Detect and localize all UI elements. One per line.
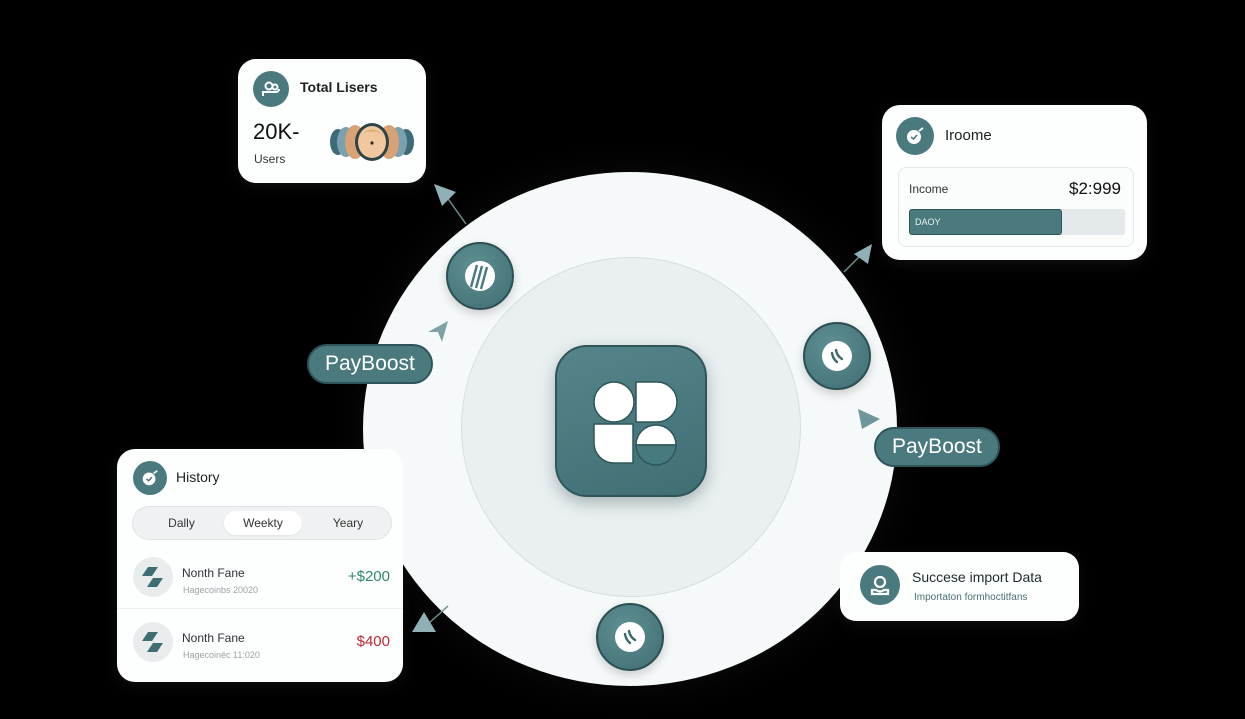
transfer-icon <box>133 557 173 597</box>
arrow-right-pill-icon <box>858 409 880 429</box>
row-name: Nonth Fane <box>182 566 245 580</box>
hub-node-bottom[interactable] <box>596 603 664 671</box>
income-progress-bar: DAOY <box>909 209 1125 235</box>
income-summary: Income $2:999 DAOY <box>898 167 1134 247</box>
hub-node-right[interactable] <box>803 322 871 390</box>
double-stroke-circle-icon <box>615 622 645 652</box>
card-title: Iroome <box>945 127 992 144</box>
hub-node-top-left[interactable] <box>446 242 514 310</box>
clock-check-icon <box>133 461 167 495</box>
tab-daily[interactable]: Dally <box>168 516 195 530</box>
income-progress-fill: DAOY <box>909 209 1063 235</box>
double-stroke-circle-icon <box>822 341 852 371</box>
app-logo-icon[interactable] <box>555 345 707 497</box>
income-card[interactable]: Iroome Income $2:999 DAOY <box>882 105 1147 260</box>
clock-check-icon <box>896 117 934 155</box>
arrow-up-left-pill-icon <box>428 321 448 342</box>
tab-weekly[interactable]: Weekty <box>224 511 302 535</box>
history-row[interactable]: Nonth Fane Hagecoinéc 11:020 $400 <box>117 610 403 674</box>
history-card[interactable]: History Dally Weekty Yeary Nonth Fane Ha… <box>117 449 403 682</box>
row-amount: $400 <box>356 633 390 650</box>
avatar-stack <box>330 123 414 161</box>
card-title: Total Lisers <box>300 79 378 95</box>
row-subtitle: Hagecoinbs 20020 <box>183 585 259 595</box>
payboost-label-right[interactable]: PayBoost <box>874 427 1000 467</box>
income-value: $2:999 <box>1069 179 1121 198</box>
arrow-to-history-card-icon <box>412 605 449 632</box>
card-title: History <box>176 469 220 485</box>
payboost-label-left[interactable]: PayBoost <box>307 344 433 384</box>
users-count: 20K- <box>253 119 300 144</box>
grid-shapes-logo-icon <box>593 381 678 466</box>
row-name: Nonth Fane <box>182 631 245 645</box>
period-segmented-control: Dally Weekty Yeary <box>132 506 392 540</box>
user-icon <box>860 565 900 605</box>
tab-yearly[interactable]: Yeary <box>332 516 364 530</box>
users-subtitle: Users <box>254 152 286 166</box>
success-import-notification[interactable]: Succese import Data Importaton formhocti… <box>840 552 1079 621</box>
notification-subtitle: Importaton formhoctitfans <box>914 592 1028 603</box>
user-group-icon <box>253 71 289 107</box>
arrow-to-users-card-icon <box>434 184 467 225</box>
arrow-to-income-card-icon <box>843 244 872 273</box>
row-amount: +$200 <box>347 568 390 585</box>
row-subtitle: Hagecoinéc 11:020 <box>183 650 260 660</box>
income-label: Income <box>909 182 949 196</box>
total-users-card[interactable]: Total Lisers 20K- Users <box>238 59 426 183</box>
striped-circle-icon <box>465 261 495 291</box>
notification-title: Succese import Data <box>912 569 1042 585</box>
history-row[interactable]: Nonth Fane Hagecoinbs 20020 +$200 <box>117 545 403 609</box>
transfer-icon <box>133 622 173 662</box>
